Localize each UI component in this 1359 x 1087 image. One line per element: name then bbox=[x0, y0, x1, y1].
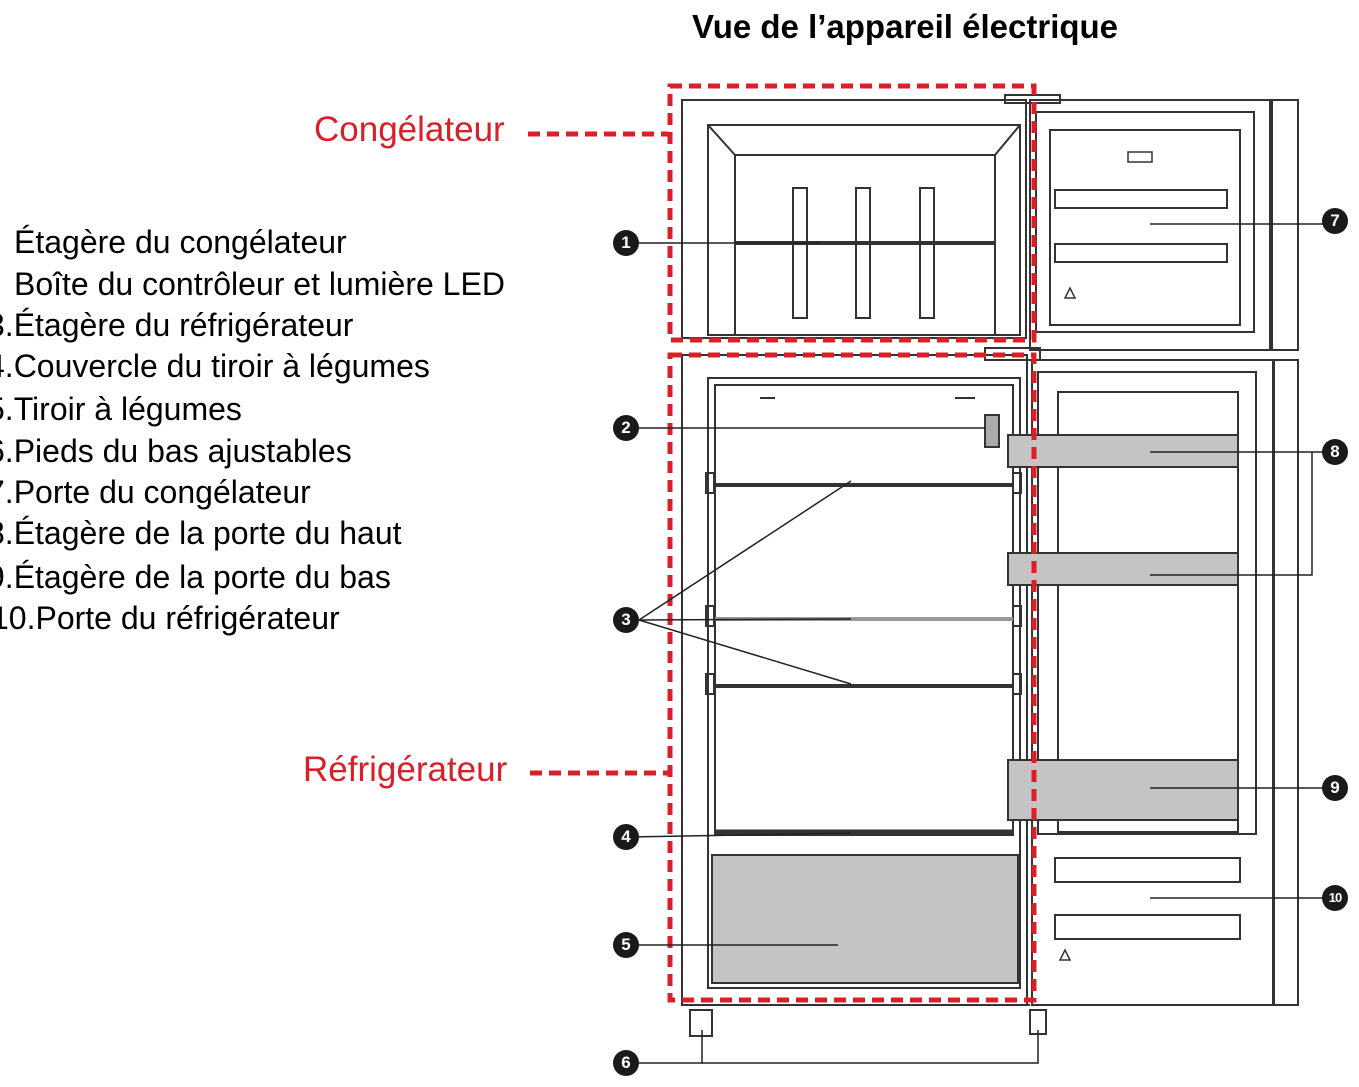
legend-item-7: 7.Porte du congélateur bbox=[0, 474, 311, 510]
legend-item-2: Boîte du contrôleur et lumière LED bbox=[14, 266, 505, 302]
legend-item-8: 8.Étagère de la porte du haut bbox=[0, 515, 402, 551]
legend-item-3: 3.Étagère du réfrigérateur bbox=[0, 307, 354, 343]
door-shelf-upper-1 bbox=[1007, 434, 1239, 468]
callout-9: 9 bbox=[1322, 775, 1348, 801]
callout-4: 4 bbox=[613, 824, 639, 850]
leader-6b bbox=[702, 1030, 1039, 1064]
leader-3c bbox=[638, 619, 852, 685]
fridge-cabinet bbox=[681, 354, 1028, 1006]
callout-7: 7 bbox=[1322, 208, 1348, 234]
freezer-cabinet bbox=[681, 99, 1027, 339]
legend-item-10: 10.Porte du réfrigérateur bbox=[0, 600, 340, 636]
freezer-door bbox=[1004, 94, 1299, 351]
legend-item-1: Étagère du congélateur bbox=[14, 224, 347, 260]
leader-3b bbox=[638, 618, 852, 621]
callout-6: 6 bbox=[613, 1050, 639, 1076]
callout-10: 10 bbox=[1322, 885, 1348, 911]
callout-1: 1 bbox=[613, 230, 639, 256]
freezer-zone-label: Congélateur bbox=[314, 110, 505, 149]
callout-8: 8 bbox=[1322, 439, 1348, 465]
leader-3a bbox=[638, 480, 852, 621]
foot-left bbox=[689, 1009, 713, 1037]
legend-item-4: 4.Couvercle du tiroir à légumes bbox=[0, 348, 430, 384]
legend-item-9: 9.Étagère de la porte du bas bbox=[0, 559, 391, 595]
crisper-drawer bbox=[711, 854, 1019, 984]
callout-3: 3 bbox=[613, 607, 639, 633]
callout-2: 2 bbox=[613, 415, 639, 441]
door-shelf-lower bbox=[1007, 759, 1239, 821]
door-shelf-upper-2 bbox=[1007, 552, 1239, 586]
freezer-zone-outline bbox=[667, 83, 1037, 343]
legend-item-6: 6.Pieds du bas ajustables bbox=[0, 433, 352, 469]
fridge-zone-outline bbox=[667, 352, 1037, 1003]
diagram-title: Vue de l’appareil électrique bbox=[691, 8, 1119, 45]
callout-5: 5 bbox=[613, 932, 639, 958]
leader-4 bbox=[626, 832, 852, 838]
leader-8b bbox=[1150, 452, 1313, 576]
fridge-zone-label: Réfrigérateur bbox=[303, 750, 508, 789]
legend-item-5: 5.Tiroir à légumes bbox=[0, 391, 242, 427]
